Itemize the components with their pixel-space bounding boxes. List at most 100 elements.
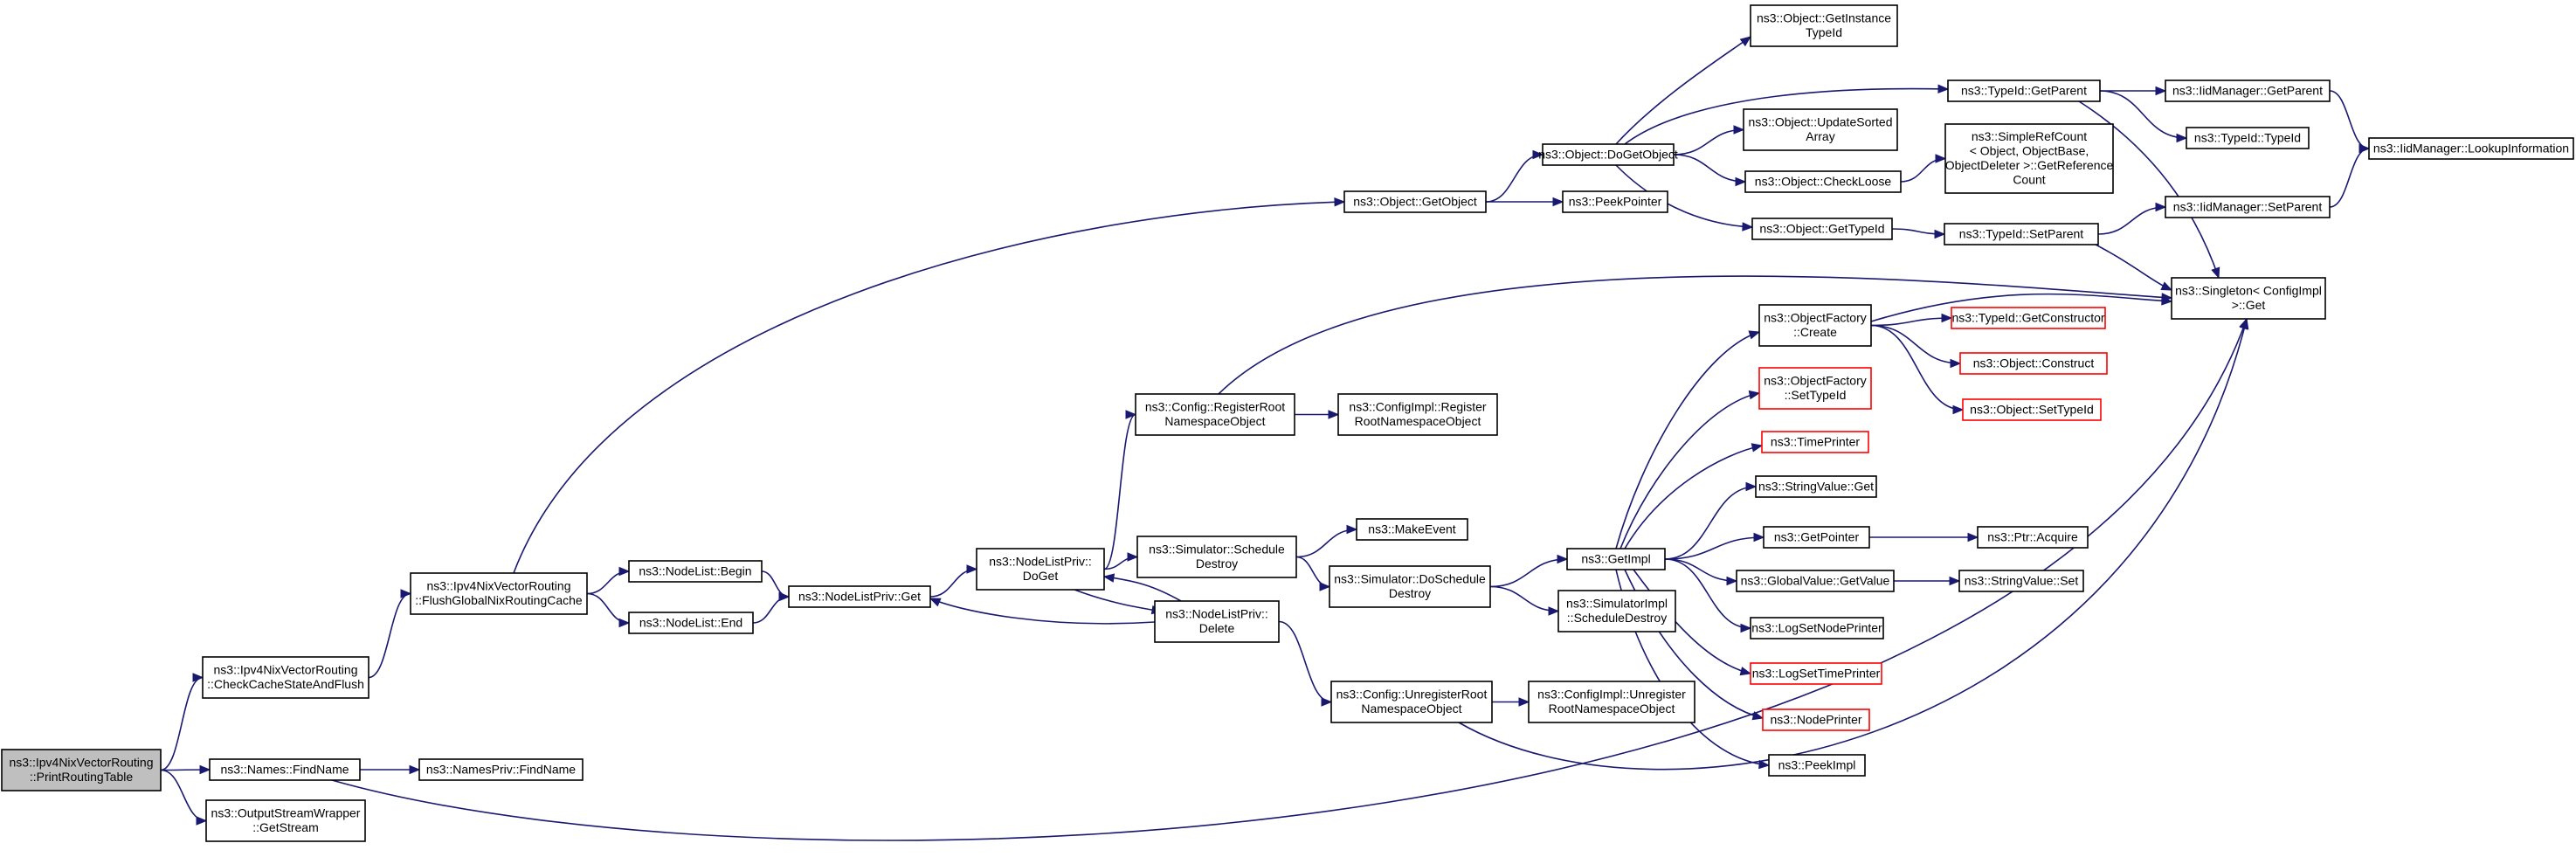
- node-nodeprinter[interactable]: ns3::NodePrinter: [1762, 708, 1870, 731]
- node-box[interactable]: [1750, 4, 1898, 47]
- node-logsettimeprinter[interactable]: ns3::LogSetTimePrinter: [1750, 662, 1882, 685]
- node-box[interactable]: [976, 548, 1105, 591]
- node-ptr_acquire[interactable]: ns3::Ptr::Acquire: [1977, 526, 2089, 549]
- node-box[interactable]: [628, 612, 754, 634]
- node-typeid_getconstructor[interactable]: ns3::TypeId::GetConstructor: [1951, 307, 2106, 329]
- node-typeid_getparent[interactable]: ns3::TypeId::GetParent: [1947, 79, 2101, 102]
- node-peekpointer[interactable]: ns3::PeekPointer: [1562, 190, 1668, 213]
- node-box[interactable]: [202, 656, 369, 699]
- node-check_cache[interactable]: ns3::Ipv4NixVectorRouting::CheckCacheSta…: [202, 656, 369, 699]
- node-box[interactable]: [1136, 536, 1297, 578]
- node-box[interactable]: [1758, 304, 1872, 347]
- node-box[interactable]: [1977, 526, 2089, 549]
- node-box[interactable]: [410, 572, 588, 615]
- node-nodelist_end[interactable]: ns3::NodeList::End: [628, 612, 754, 634]
- node-nodelistpriv_delete[interactable]: ns3::NodeListPriv::Delete: [1154, 600, 1280, 643]
- node-logsetnodeprinter[interactable]: ns3::LogSetNodePrinter: [1750, 617, 1884, 639]
- node-singleton_get[interactable]: ns3::Singleton< ConfigImpl >::Get: [2171, 277, 2326, 320]
- node-stringvalue_set[interactable]: ns3::StringValue::Set: [1958, 570, 2084, 592]
- node-box[interactable]: [2165, 79, 2331, 102]
- node-box[interactable]: [1758, 367, 1872, 410]
- node-box[interactable]: [1337, 393, 1498, 436]
- node-object_gettypeid[interactable]: ns3::Object::GetTypeId: [1751, 218, 1893, 240]
- node-object_construct[interactable]: ns3::Object::Construct: [1959, 352, 2108, 375]
- node-box[interactable]: [1959, 352, 2108, 375]
- node-box[interactable]: [1744, 170, 1902, 193]
- node-box[interactable]: [1566, 548, 1666, 570]
- node-peekimpl[interactable]: ns3::PeekImpl: [1768, 754, 1866, 777]
- node-box[interactable]: [1958, 570, 2084, 592]
- node-box[interactable]: [1743, 108, 1898, 151]
- node-box[interactable]: [788, 585, 931, 608]
- node-box[interactable]: [2165, 196, 2331, 218]
- node-makeevent[interactable]: ns3::MakeEvent: [1356, 518, 1468, 541]
- node-typeid_typeid[interactable]: ns3::TypeId::TypeId: [2186, 127, 2310, 149]
- node-outputstream_getstream[interactable]: ns3::OutputStreamWrapper::GetStream: [205, 799, 366, 842]
- node-box[interactable]: [205, 799, 366, 842]
- node-box[interactable]: [1542, 143, 1675, 166]
- node-configimpl_unregisterroot[interactable]: ns3::ConfigImpl::UnregisterRootNamespace…: [1528, 681, 1695, 723]
- node-box[interactable]: [1761, 431, 1869, 453]
- node-box[interactable]: [1356, 518, 1468, 541]
- node-print_routing_table[interactable]: ns3::Ipv4NixVectorRouting::PrintRoutingT…: [1, 749, 162, 791]
- node-box[interactable]: [1750, 662, 1882, 685]
- node-simulatorimpl_scheduledestroy[interactable]: ns3::SimulatorImpl::ScheduleDestroy: [1557, 590, 1676, 632]
- node-box[interactable]: [1330, 681, 1493, 723]
- node-object_settypeid[interactable]: ns3::Object::SetTypeId: [1962, 398, 2102, 421]
- node-box[interactable]: [418, 758, 584, 781]
- node-box[interactable]: [2171, 277, 2326, 320]
- node-typeid_setparent[interactable]: ns3::TypeId::SetParent: [1944, 223, 2099, 245]
- node-iidmanager_getparent[interactable]: ns3::IidManager::GetParent: [2165, 79, 2331, 102]
- node-objectfactory_settypeid[interactable]: ns3::ObjectFactory::SetTypeId: [1758, 367, 1872, 410]
- node-box[interactable]: [1763, 526, 1870, 549]
- node-objectfactory_create[interactable]: ns3::ObjectFactory::Create: [1758, 304, 1872, 347]
- node-box[interactable]: [2186, 127, 2310, 149]
- node-names_findname[interactable]: ns3::Names::FindName: [209, 758, 361, 781]
- node-box[interactable]: [1755, 475, 1877, 498]
- node-box[interactable]: [1762, 708, 1870, 731]
- node-box[interactable]: [1768, 754, 1866, 777]
- node-globalvalue_getvalue[interactable]: ns3::GlobalValue::GetValue: [1736, 570, 1895, 592]
- node-box[interactable]: [1751, 218, 1893, 240]
- node-box[interactable]: [1951, 307, 2106, 329]
- node-stringvalue_get[interactable]: ns3::StringValue::Get: [1755, 475, 1877, 498]
- node-getimpl[interactable]: ns3::GetImpl: [1566, 548, 1666, 570]
- node-config_unregisterroot[interactable]: ns3::Config::UnregisterRootNamespaceObje…: [1330, 681, 1493, 723]
- node-box[interactable]: [1944, 123, 2114, 194]
- node-box[interactable]: [1329, 565, 1491, 608]
- node-box[interactable]: [628, 560, 763, 583]
- node-box[interactable]: [1962, 398, 2102, 421]
- node-box[interactable]: [1343, 190, 1487, 213]
- node-namespriv_findname[interactable]: ns3::NamesPriv::FindName: [418, 758, 584, 781]
- node-object_dogetobject[interactable]: ns3::Object::DoGetObject: [1538, 143, 1678, 166]
- node-box[interactable]: [1947, 79, 2101, 102]
- node-object_getobject[interactable]: ns3::Object::GetObject: [1343, 190, 1487, 213]
- node-box[interactable]: [1944, 223, 2099, 245]
- node-box[interactable]: [2368, 137, 2574, 160]
- node-box[interactable]: [1135, 393, 1295, 436]
- node-object_checkloose[interactable]: ns3::Object::CheckLoose: [1744, 170, 1902, 193]
- node-simulator_scheduledestroy[interactable]: ns3::Simulator::ScheduleDestroy: [1136, 536, 1297, 578]
- node-box[interactable]: [1154, 600, 1280, 643]
- node-box[interactable]: [209, 758, 361, 781]
- node-getpointer[interactable]: ns3::GetPointer: [1763, 526, 1870, 549]
- node-flush_global[interactable]: ns3::Ipv4NixVectorRouting::FlushGlobalNi…: [410, 572, 588, 615]
- node-timeprinter[interactable]: ns3::TimePrinter: [1761, 431, 1869, 453]
- node-nodelistpriv_get[interactable]: ns3::NodeListPriv::Get: [788, 585, 931, 608]
- node-iidmanager_setparent[interactable]: ns3::IidManager::SetParent: [2165, 196, 2331, 218]
- node-box[interactable]: [1557, 590, 1676, 632]
- node-box[interactable]: [1, 749, 162, 791]
- node-nodelist_begin[interactable]: ns3::NodeList::Begin: [628, 560, 763, 583]
- node-simplerefcount_getreferencecount[interactable]: ns3::SimpleRefCount< Object, ObjectBase,…: [1944, 123, 2114, 194]
- node-box[interactable]: [1736, 570, 1895, 592]
- node-box[interactable]: [1562, 190, 1668, 213]
- node-nodelistpriv_doget[interactable]: ns3::NodeListPriv::DoGet: [976, 548, 1105, 591]
- node-iidmanager_lookupinformation[interactable]: ns3::IidManager::LookupInformation: [2368, 137, 2574, 160]
- node-configimpl_registerroot[interactable]: ns3::ConfigImpl::RegisterRootNamespaceOb…: [1337, 393, 1498, 436]
- node-box[interactable]: [1750, 617, 1884, 639]
- node-box[interactable]: [1528, 681, 1695, 723]
